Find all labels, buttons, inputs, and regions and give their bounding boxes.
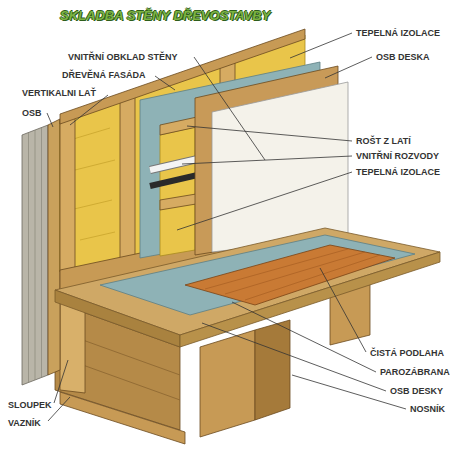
part-label: OSB (22, 108, 42, 118)
part-label: ČISTÁ PODLAHA (370, 348, 444, 358)
part-label: VNITŘNÍ OBKLAD STĚNY (68, 52, 178, 62)
part-label: VERTIKALNI LAŤ (22, 88, 96, 98)
part-label: TEPELNÁ IZOLACE (356, 167, 440, 177)
leader-lines (47, 33, 406, 421)
part-label: PAROZÁBRANA (380, 367, 450, 377)
part-label: OSB DESKA (376, 52, 430, 62)
part-label: VNITŘNÍ ROZVODY (356, 151, 439, 161)
part-label: DŘEVĚNÁ FASÁDA (62, 70, 146, 80)
part-label: SLOUPEK (8, 400, 52, 410)
part-label: VAZNÍK (8, 418, 41, 428)
part-label: NOSNÍK (410, 404, 445, 414)
part-label: ROŠT Z LATÍ (356, 136, 411, 146)
part-label: TEPELNÁ IZOLACE (356, 28, 440, 38)
part-label: OSB DESKY (390, 386, 443, 396)
diagram-title: SKLADBA STĚNY DŘEVOSTAVBY (60, 8, 270, 23)
